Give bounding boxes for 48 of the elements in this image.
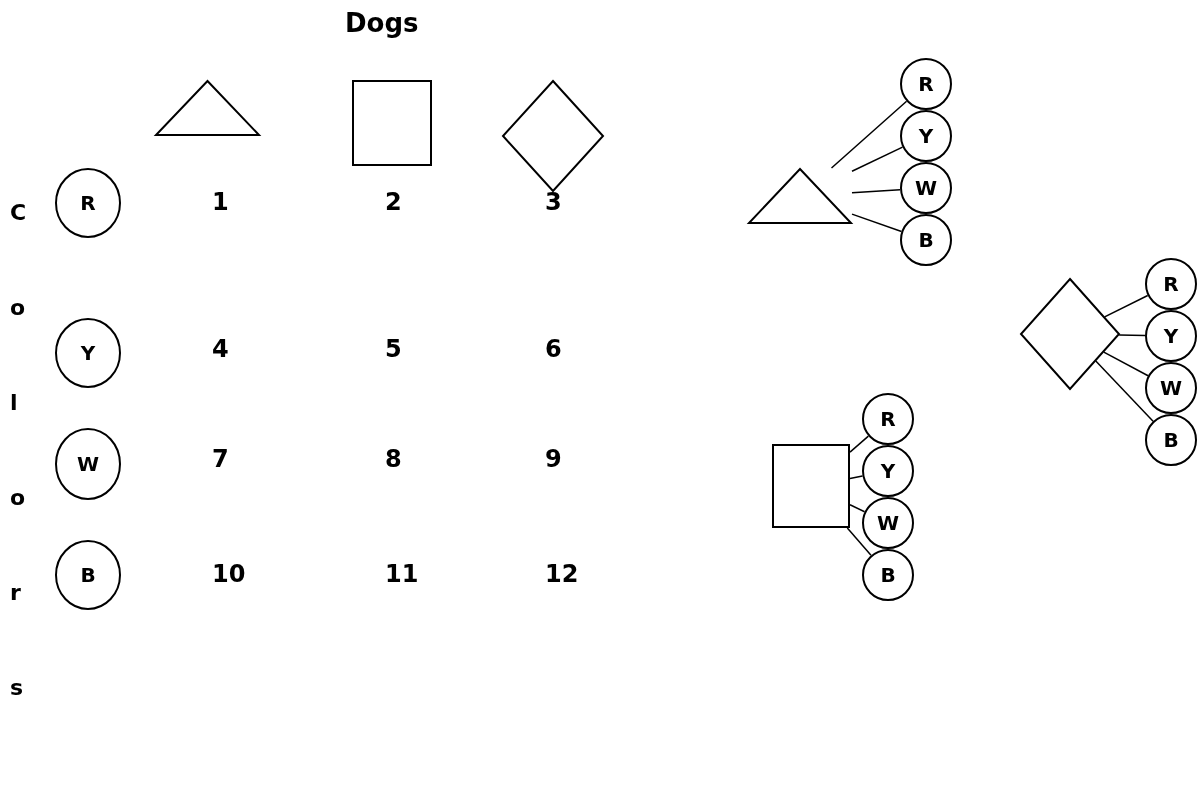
title: Dogs (345, 8, 419, 38)
connector-line (849, 475, 864, 480)
connector-line (851, 188, 901, 194)
circle-node: Y (1145, 310, 1197, 362)
cell-number: 12 (545, 560, 579, 588)
cell-number: 9 (545, 445, 562, 473)
circle-node: W (862, 497, 914, 549)
square-shape (772, 444, 850, 528)
connector-line (1103, 294, 1149, 318)
circle-node: Y (862, 445, 914, 497)
cell-number: 1 (212, 188, 229, 216)
circle-node: B (55, 540, 121, 610)
cell-number: 5 (385, 335, 402, 363)
connector-line (1095, 360, 1154, 422)
circle-node: W (55, 428, 121, 500)
circle-node: W (1145, 362, 1197, 414)
cell-number: 2 (385, 188, 402, 216)
connector-line (849, 504, 866, 513)
triangle-shape (748, 168, 852, 224)
triangle-shape (155, 80, 260, 136)
circle-node: Y (55, 318, 121, 388)
cell-number: 10 (212, 560, 246, 588)
circle-node: B (1145, 414, 1197, 466)
cell-number: 4 (212, 335, 229, 363)
connector-line (851, 213, 903, 233)
diamond-shape (502, 80, 604, 192)
connector-line (846, 527, 872, 557)
axis-label: Colors (10, 199, 26, 702)
connector-line (849, 435, 870, 453)
circle-node: W (900, 162, 952, 214)
diamond-shape (1020, 278, 1120, 390)
circle-node: R (1145, 258, 1197, 310)
cell-number: 11 (385, 560, 419, 588)
connector-line (830, 100, 908, 169)
circle-node: B (862, 549, 914, 601)
circle-node: Y (900, 110, 952, 162)
circle-node: R (862, 393, 914, 445)
circle-node: B (900, 214, 952, 266)
connector-line (1103, 351, 1149, 377)
cell-number: 8 (385, 445, 402, 473)
cell-number: 3 (545, 188, 562, 216)
connector-line (851, 146, 904, 172)
connector-line (1118, 334, 1146, 337)
cell-number: 6 (545, 335, 562, 363)
circle-node: R (900, 58, 952, 110)
cell-number: 7 (212, 445, 229, 473)
square-shape (352, 80, 432, 166)
circle-node: R (55, 168, 121, 238)
